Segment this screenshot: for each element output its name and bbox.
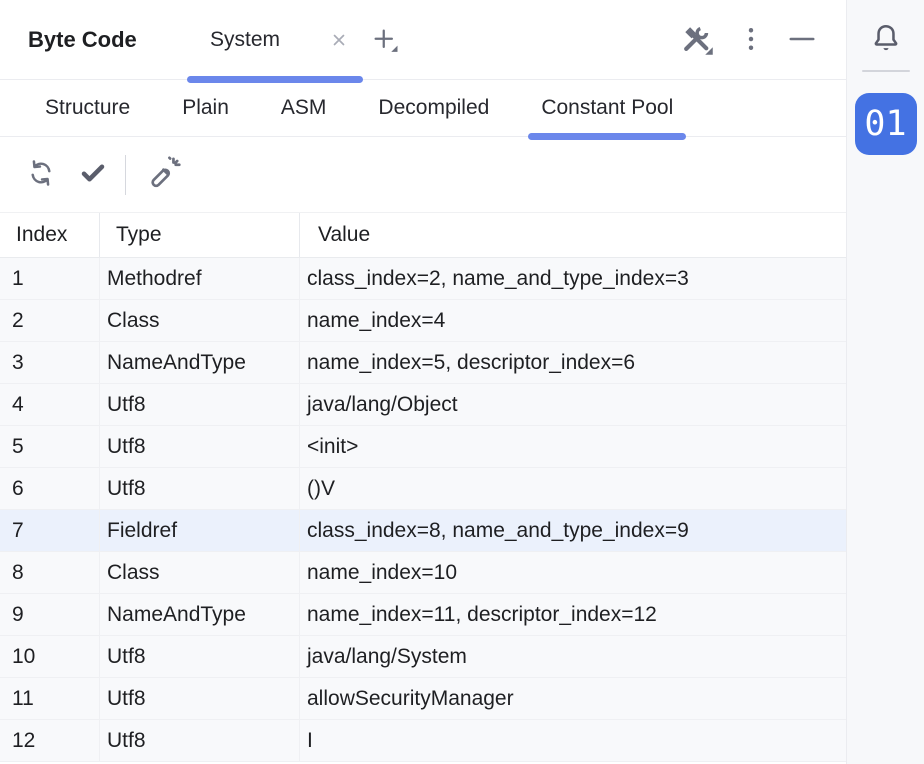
- cell-index: 11: [0, 678, 100, 719]
- cell-value: class_index=2, name_and_type_index=3: [307, 266, 689, 290]
- cell-value: ()V: [307, 476, 335, 500]
- notifications-button[interactable]: [867, 20, 905, 58]
- selected-tab-underline: [187, 76, 363, 83]
- build-tools-button[interactable]: [679, 21, 715, 60]
- editor-tab-system[interactable]: System: [187, 0, 363, 83]
- cell-type: NameAndType: [100, 342, 300, 383]
- cell-value: class_index=8, name_and_type_index=9: [307, 518, 689, 542]
- cell-type: Utf8: [100, 426, 300, 467]
- toolbar-separator: [125, 154, 126, 195]
- column-header-type[interactable]: Type: [100, 213, 300, 257]
- add-tab-button[interactable]: [369, 26, 401, 56]
- cell-index: 9: [0, 594, 100, 635]
- cell-type: Utf8: [100, 384, 300, 425]
- column-header-index[interactable]: Index: [0, 213, 100, 257]
- plus-icon: [370, 25, 400, 58]
- checkmark-icon: [78, 158, 108, 191]
- byte-code-tool-window: Byte Code System: [0, 0, 846, 762]
- generate-button[interactable]: [146, 155, 182, 194]
- cell-index: 8: [0, 552, 100, 593]
- hide-button[interactable]: [787, 24, 817, 57]
- cell-index: 5: [0, 426, 100, 467]
- cell-type: NameAndType: [100, 594, 300, 635]
- view-tab-constant-pool[interactable]: Constant Pool: [528, 80, 687, 140]
- tool-window-title: Byte Code: [28, 26, 137, 52]
- cell-value: name_index=11, descriptor_index=12: [307, 602, 657, 626]
- cell-value: name_index=4: [307, 308, 446, 332]
- cell-type: Utf8: [100, 678, 300, 719]
- header-actions: [679, 0, 817, 80]
- cell-index: 10: [0, 636, 100, 677]
- tool-window-header: Byte Code System: [0, 0, 846, 83]
- cell-value: name_index=10: [307, 560, 458, 584]
- hammer-wrench-icon: [679, 21, 715, 60]
- cell-type: Methodref: [100, 258, 300, 299]
- view-tab-structure[interactable]: Structure: [45, 96, 131, 119]
- cell-type: Class: [100, 552, 300, 593]
- cell-value: java/lang/Object: [307, 392, 458, 416]
- close-tab-icon[interactable]: [328, 29, 350, 51]
- column-header-value[interactable]: Value: [318, 223, 371, 246]
- cell-value: java/lang/System: [307, 644, 467, 668]
- cell-value: allowSecurityManager: [307, 686, 514, 710]
- view-tab-decompiled[interactable]: Decompiled: [378, 96, 490, 119]
- debug-session-badge[interactable]: 01: [854, 93, 917, 155]
- editor-tab-label: System: [210, 27, 281, 51]
- kebab-menu-icon: [737, 25, 765, 56]
- refresh-button[interactable]: [23, 157, 59, 193]
- view-tab-plain[interactable]: Plain: [182, 96, 229, 119]
- cell-type: Utf8: [100, 468, 300, 509]
- cell-index: 1: [0, 258, 100, 299]
- view-tabs: Structure Plain ASM Decompiled Constant Pool: [0, 80, 846, 140]
- magic-wand-icon: [146, 155, 182, 194]
- stripe-separator: [861, 70, 910, 72]
- cell-index: 7: [0, 510, 100, 551]
- refresh-icon: [25, 157, 57, 192]
- cell-type: Utf8: [100, 720, 300, 761]
- cell-value: name_index=5, descriptor_index=6: [307, 350, 636, 374]
- view-tab-asm[interactable]: ASM: [280, 96, 327, 119]
- table-header: Index Type Value: [0, 212, 846, 258]
- more-options-button[interactable]: [737, 25, 765, 56]
- bell-icon: [870, 22, 902, 57]
- cell-type: Utf8: [100, 636, 300, 677]
- right-tool-stripe: 01: [846, 0, 924, 764]
- cell-type: Fieldref: [100, 510, 300, 551]
- cell-index: 3: [0, 342, 100, 383]
- cell-type: Class: [100, 300, 300, 341]
- cell-value: I: [307, 728, 313, 752]
- minimize-icon: [787, 24, 817, 57]
- cell-index: 2: [0, 300, 100, 341]
- validate-button[interactable]: [75, 157, 111, 193]
- cell-value: <init>: [307, 434, 359, 458]
- cell-index: 4: [0, 384, 100, 425]
- cell-index: 12: [0, 720, 100, 761]
- cell-index: 6: [0, 468, 100, 509]
- action-toolbar: [0, 137, 846, 212]
